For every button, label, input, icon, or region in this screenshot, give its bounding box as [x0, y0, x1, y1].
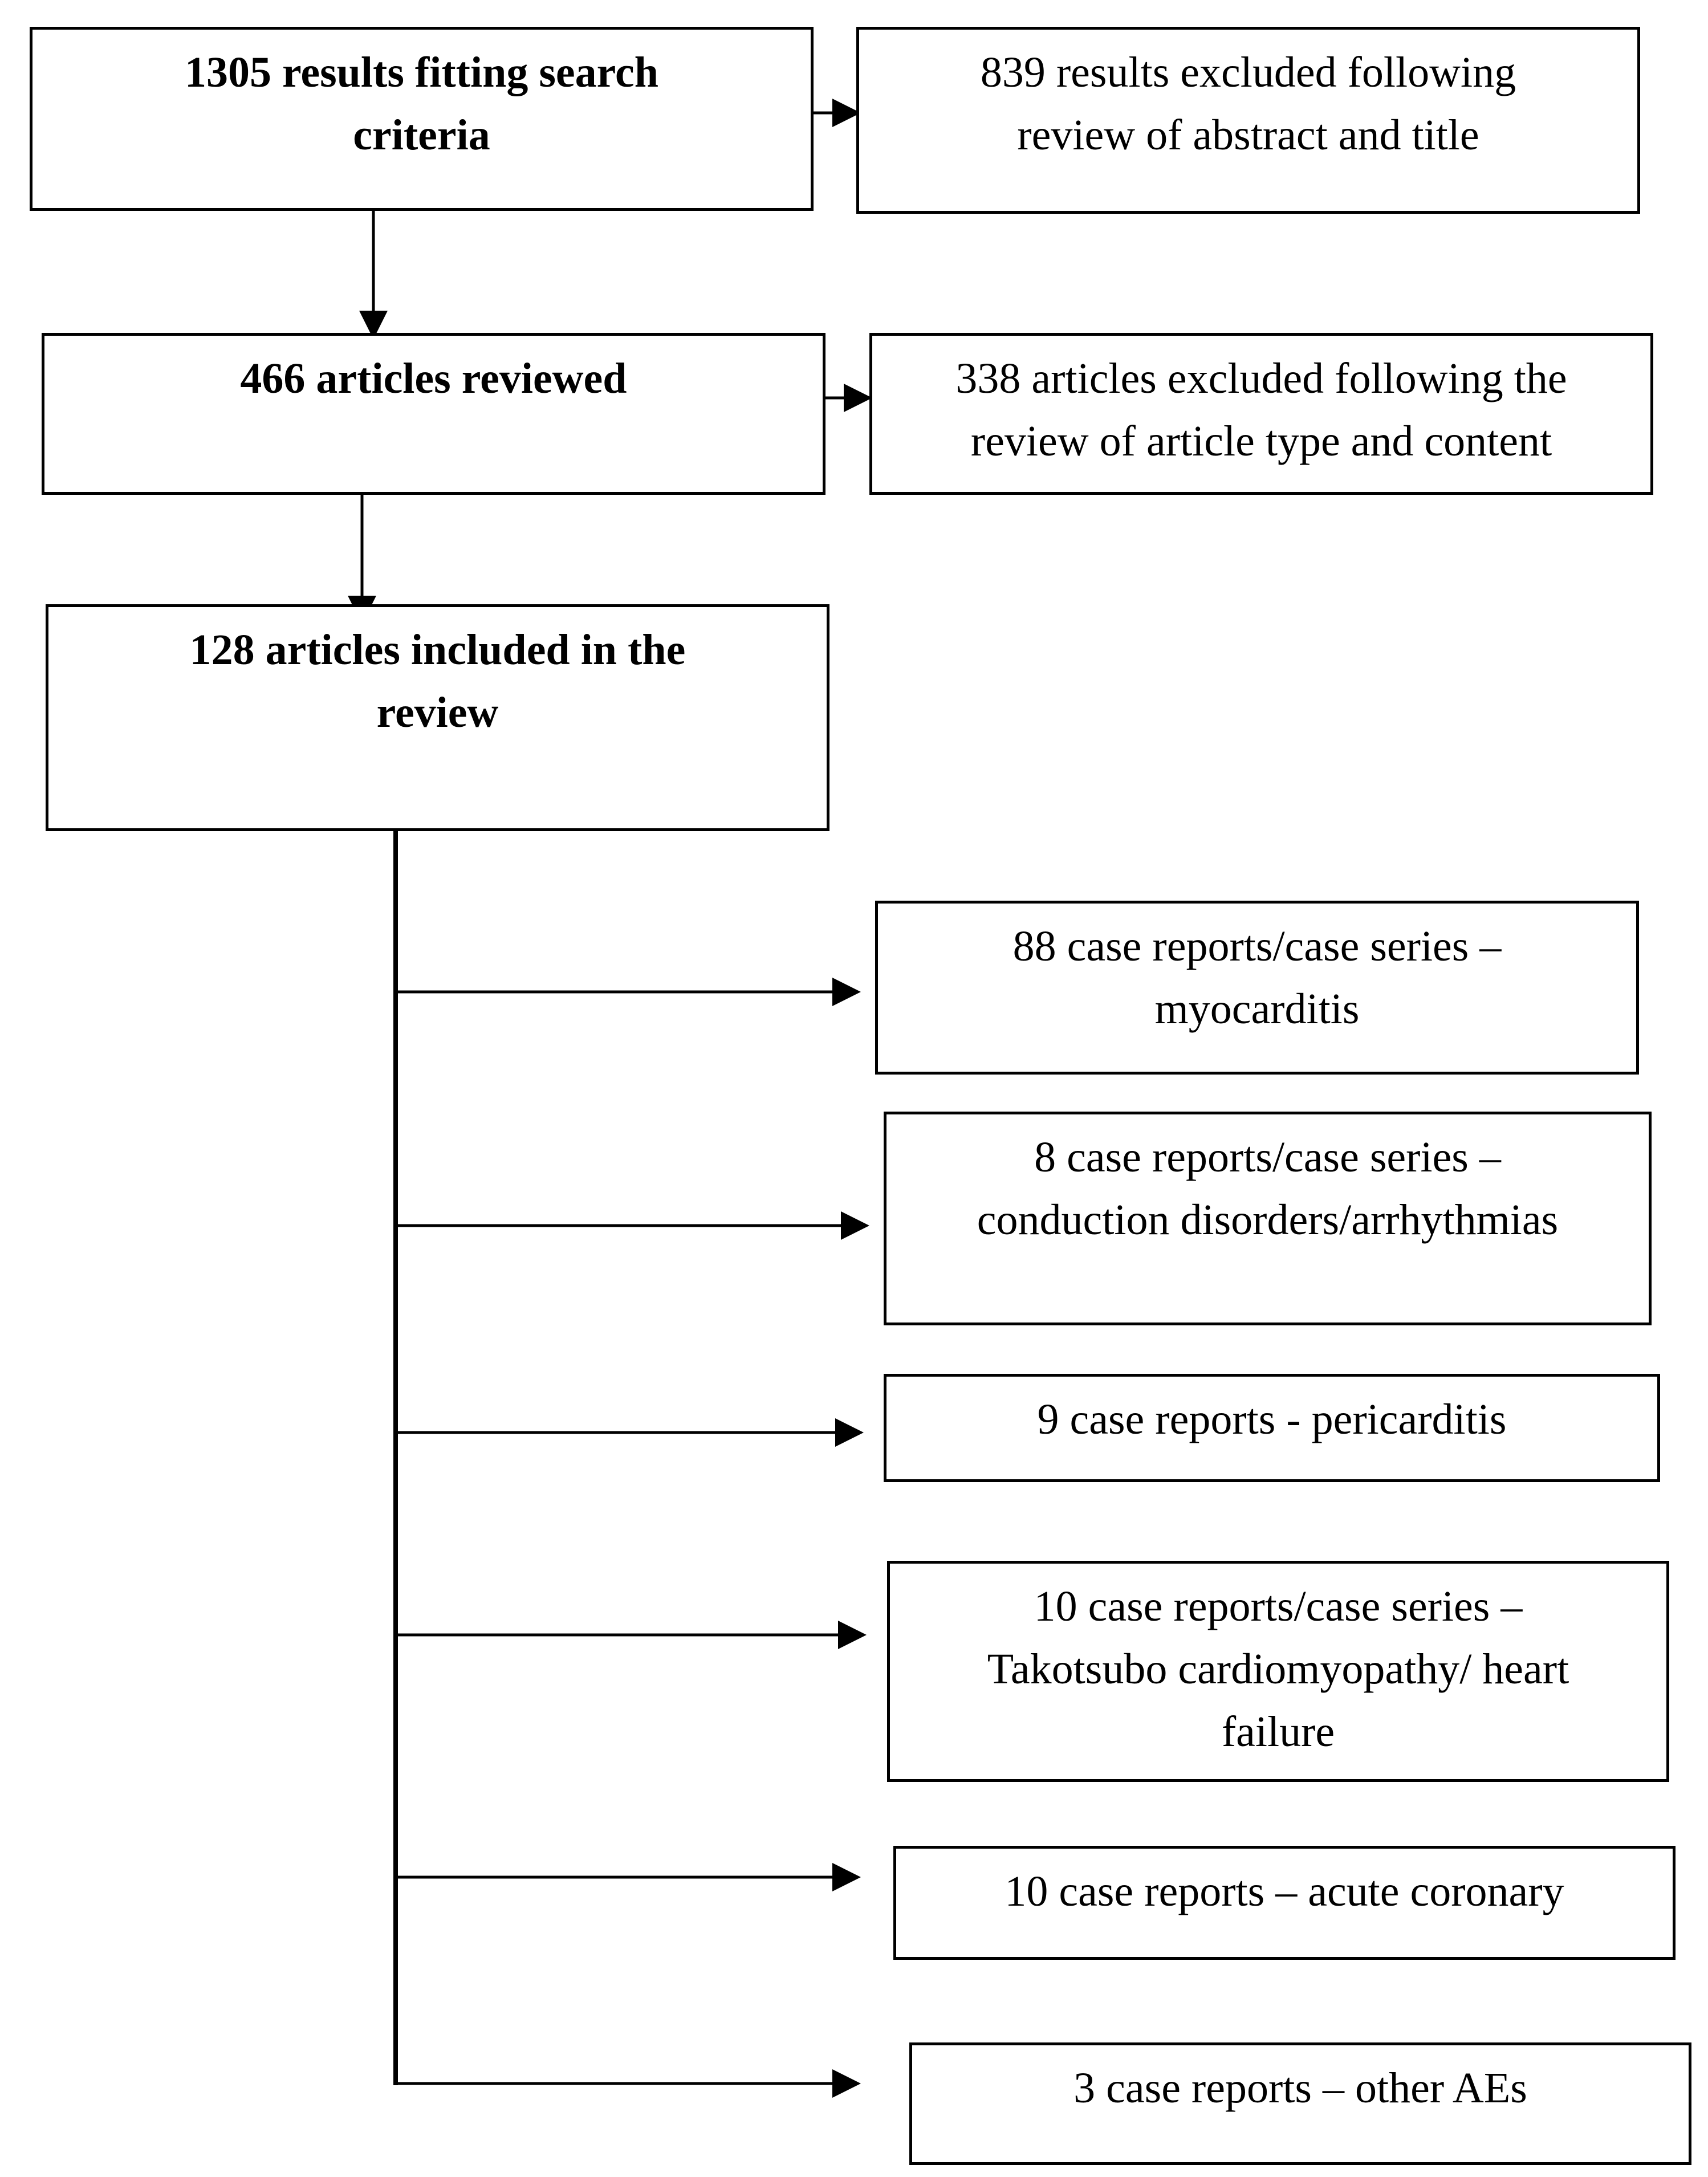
box-outcome-acute-coronary: 10 case reports – acute coronary	[893, 1846, 1676, 1960]
box-outcome-conduction: 8 case reports/case series – conduction …	[884, 1112, 1652, 1325]
box-outcome-pericarditis: 9 case reports - pericarditis	[884, 1374, 1660, 1482]
box-articles-included: 128 articles included in the review	[46, 604, 829, 831]
box-excluded-abstract: 839 results excluded following review of…	[856, 27, 1640, 214]
box-articles-reviewed: 466 articles reviewed	[42, 333, 825, 495]
box-excluded-type: 338 articles excluded following the revi…	[869, 333, 1653, 495]
box-outcome-other: 3 case reports – other AEs	[909, 2042, 1691, 2165]
box-search-results: 1305 results fitting search criteria	[30, 27, 814, 211]
box-outcome-takotsubo: 10 case reports/case series – Takotsubo …	[887, 1561, 1669, 1782]
box-outcome-myocarditis: 88 case reports/case series – myocarditi…	[875, 901, 1639, 1075]
